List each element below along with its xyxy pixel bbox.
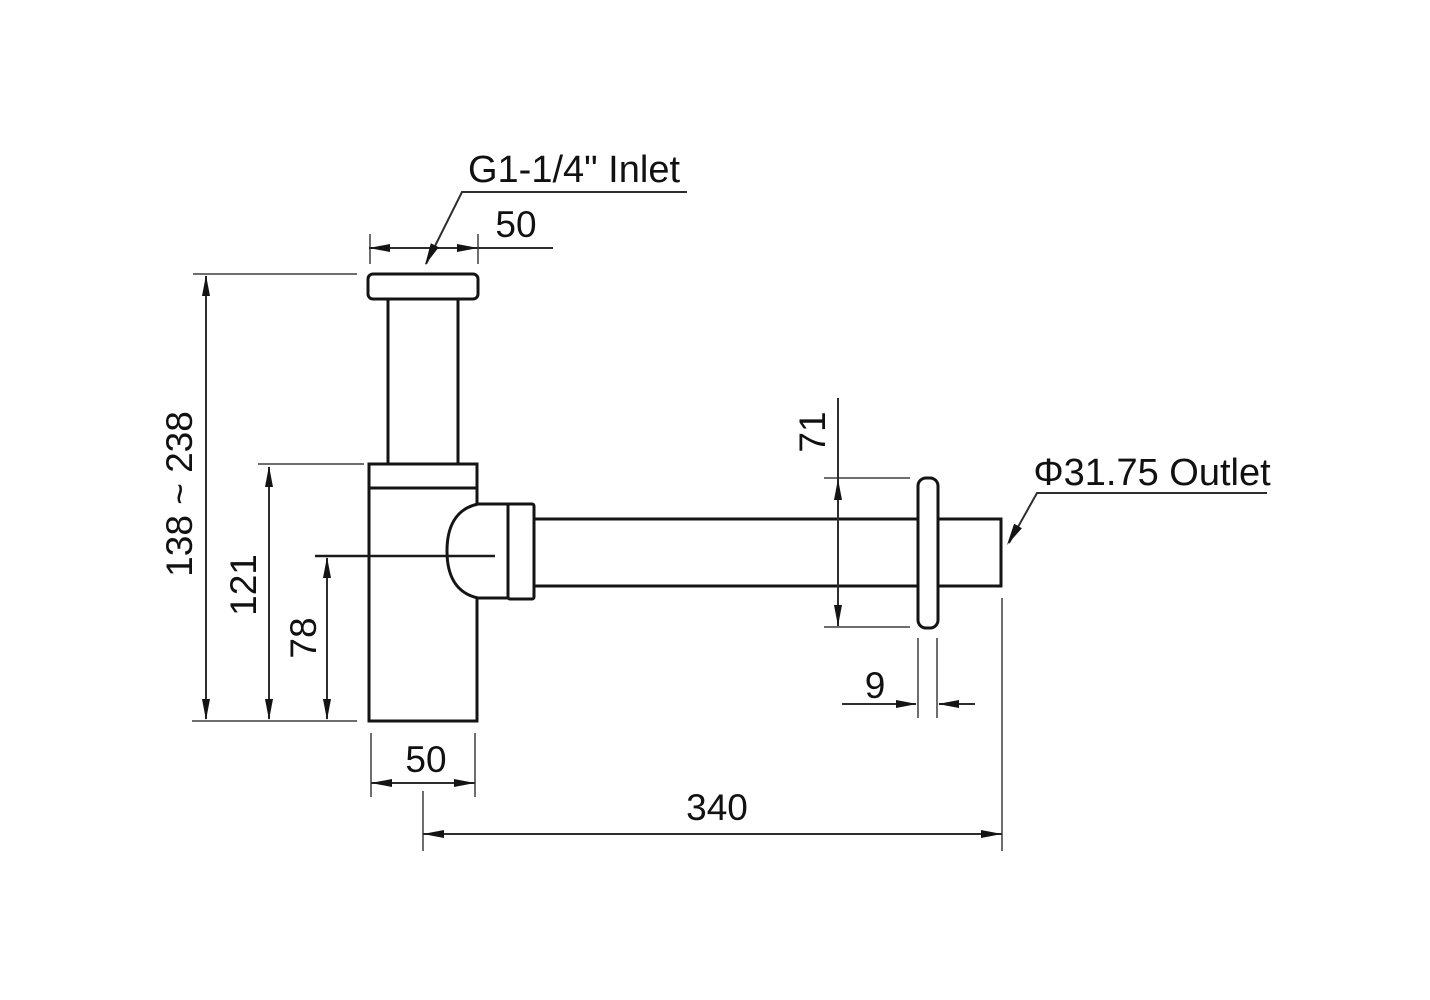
- coupling-nut: [506, 502, 536, 601]
- inlet-tube: [386, 297, 460, 466]
- arrow-leader-outlet-icon: [1007, 523, 1022, 545]
- arrow-left-icon: [938, 700, 959, 708]
- elbow-connector: [445, 502, 510, 600]
- dim-escutcheon-diameter: 71: [792, 411, 833, 452]
- wall-escutcheon-flange: [916, 476, 940, 630]
- arrow-down-icon: [265, 699, 273, 720]
- arrow-left-icon: [371, 779, 392, 787]
- arrow-right-icon: [454, 779, 475, 787]
- dim-inlet-flange-width: 50: [495, 204, 536, 245]
- arrow-leader-inlet-icon: [425, 243, 439, 265]
- arrow-up-icon: [202, 275, 210, 296]
- arrow-up-icon: [265, 466, 273, 487]
- inlet-label: G1-1/4" Inlet: [468, 149, 680, 191]
- outlet-label: Φ31.75 Outlet: [1033, 452, 1271, 494]
- arrow-up-icon: [323, 557, 331, 578]
- leader-inlet: [425, 191, 687, 265]
- arrow-right-icon: [981, 830, 1002, 838]
- leader-outlet: [1008, 492, 1267, 544]
- dim-overall-height-range: 138 ~ 238: [159, 411, 200, 577]
- inlet-flange: [366, 272, 480, 301]
- arrow-left-icon: [369, 244, 390, 252]
- dim-escutcheon-thickness: 9: [865, 665, 886, 706]
- arrow-down-icon: [834, 605, 842, 626]
- arrow-down-icon: [323, 699, 331, 720]
- arrow-right-icon: [457, 244, 478, 252]
- arrow-down-icon: [202, 699, 210, 720]
- arrow-right-icon: [896, 700, 917, 708]
- dim-outlet-centerline-height: 78: [283, 617, 324, 658]
- dim-body-width: 50: [405, 739, 446, 780]
- dim-outlet-reach: 340: [686, 787, 748, 828]
- dim-body-top-height: 121: [223, 554, 264, 616]
- trap-body: [367, 462, 479, 723]
- arrow-left-icon: [423, 830, 444, 838]
- arrow-up-icon: [834, 479, 842, 500]
